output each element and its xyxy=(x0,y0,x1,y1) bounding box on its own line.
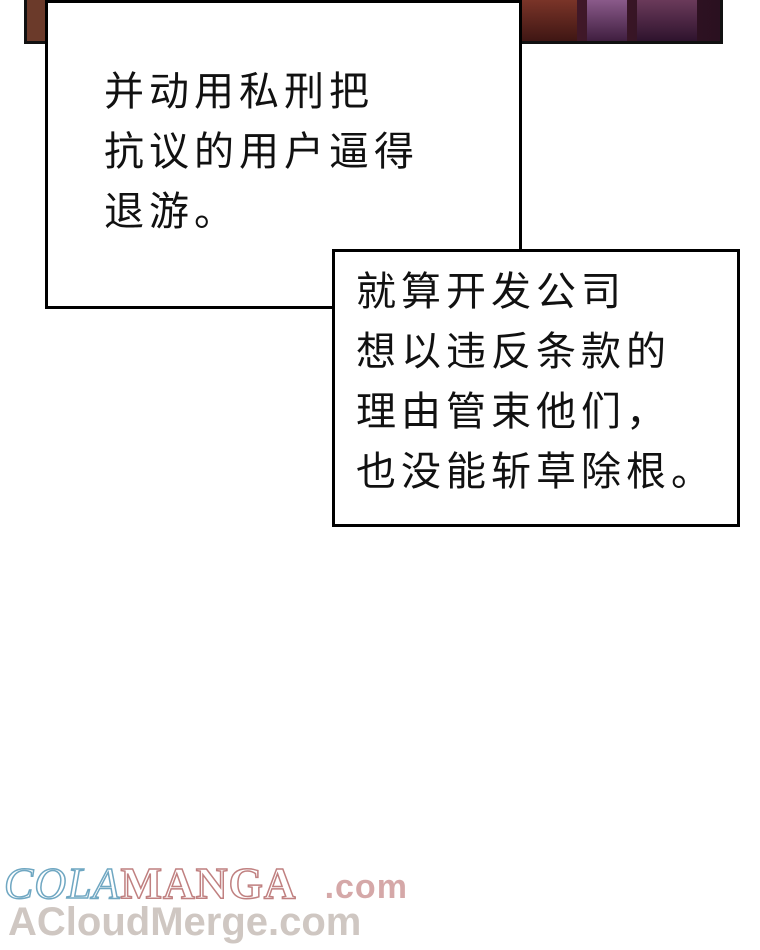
speech-line: 就算开发公司 xyxy=(356,269,626,315)
speech-line: 也没能斩草除根。 xyxy=(356,449,716,495)
speech-line: 退游。 xyxy=(104,189,239,235)
speech-line: 想以违反条款的 xyxy=(356,329,671,375)
artwork-streak xyxy=(637,0,697,41)
bubble-merge-cover xyxy=(335,252,519,306)
watermark-acloudmerge: ACloudMerge.com xyxy=(8,900,362,944)
speech-line: 抗议的用户逼得 xyxy=(104,129,419,175)
watermark-manga-text: MANGA xyxy=(120,858,297,909)
speech-text-upper: 并动用私刑把 抗议的用户逼得 退游。 xyxy=(104,62,419,242)
watermark-cola-text: COLA xyxy=(3,858,121,909)
speech-text-lower: 就算开发公司 想以违反条款的 理由管束他们， 也没能斩草除根。 xyxy=(356,262,716,502)
speech-line: 理由管束他们， xyxy=(356,389,671,435)
artwork-streak xyxy=(587,0,627,41)
watermark-colamanga: COLAMANGA .com xyxy=(3,858,408,913)
watermark-com-text: .com xyxy=(324,868,408,906)
speech-line: 并动用私刑把 xyxy=(104,69,374,115)
